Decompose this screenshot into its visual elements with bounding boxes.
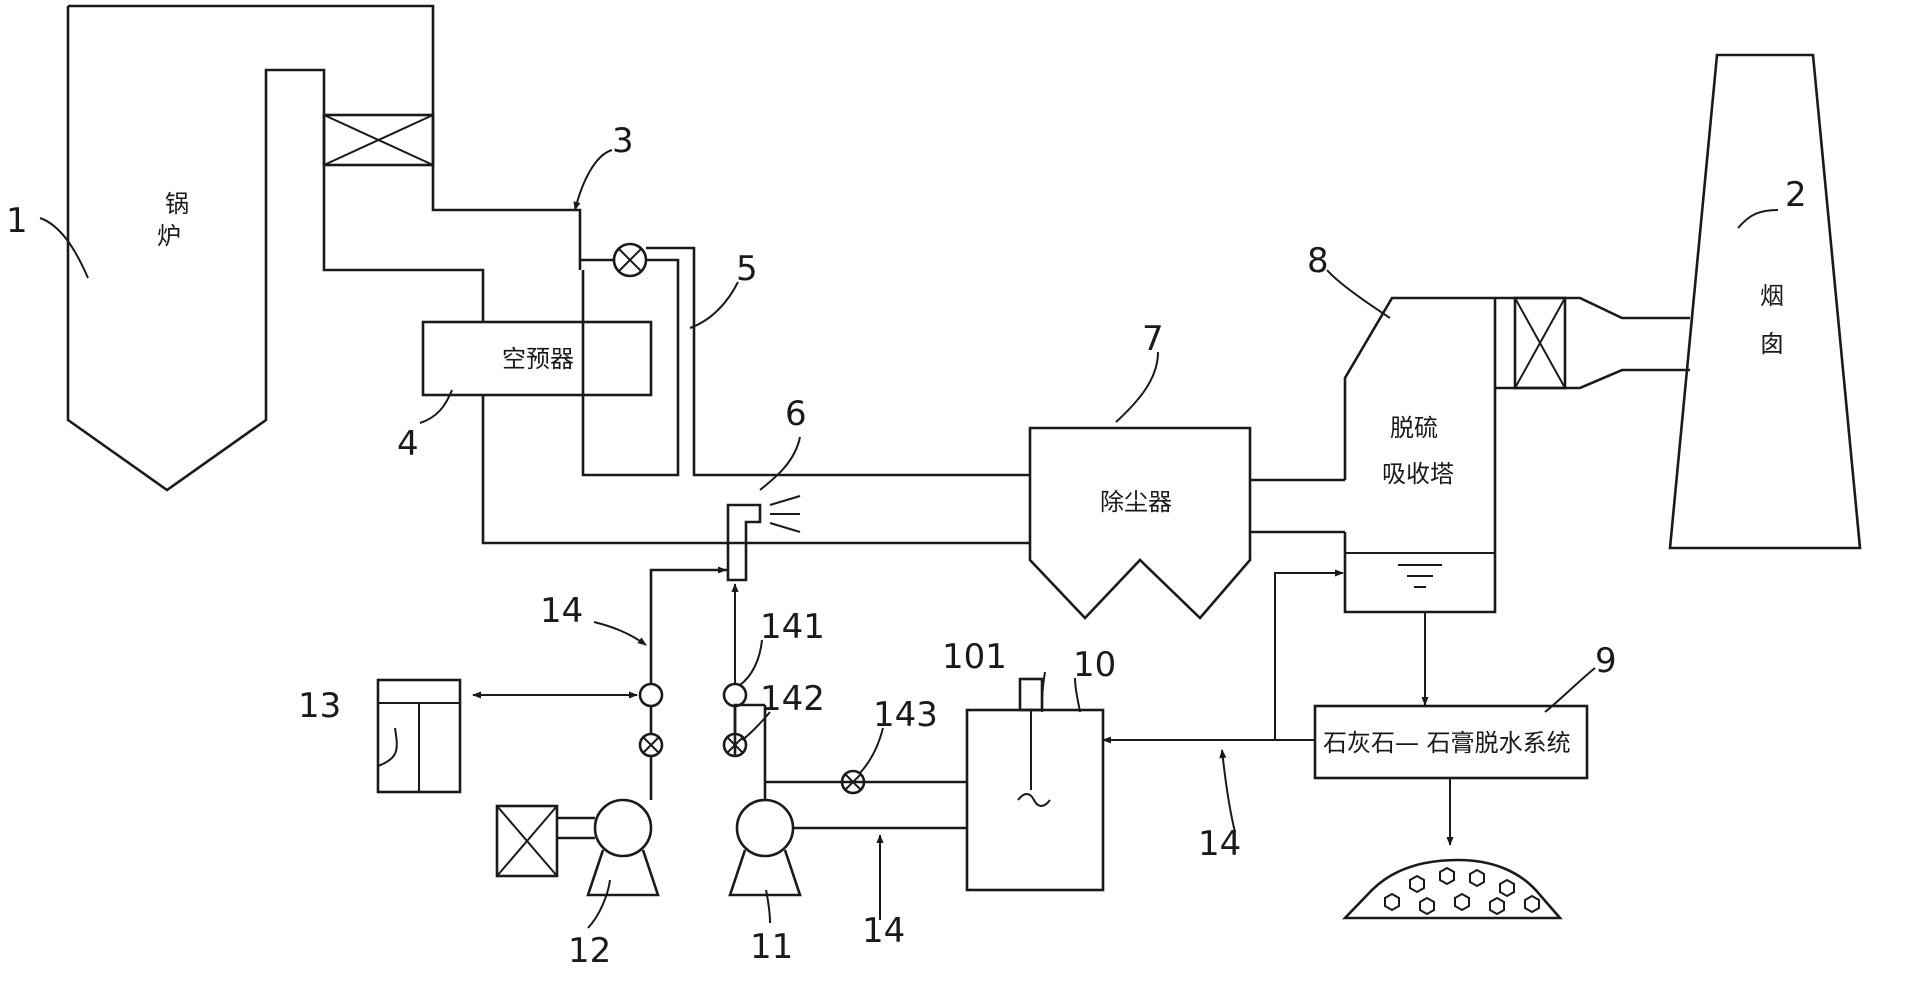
line-pump11-to-nozzle [733, 703, 765, 756]
callout-141: 141 [760, 607, 825, 647]
dust-collector-label: 除尘器 [1100, 488, 1172, 516]
air-preheater-label: 空预器 [502, 345, 574, 373]
flowmeter-141 [722, 682, 748, 708]
boiler-label-2: 炉 [157, 222, 181, 250]
callout-14-c: 14 [1198, 824, 1241, 864]
callout-5: 5 [736, 249, 758, 289]
callout-7: 7 [1142, 319, 1164, 359]
slurry-tank [965, 677, 1105, 892]
gypsum-pile [1341, 858, 1563, 920]
chimney-label-2: 囱 [1760, 330, 1784, 358]
boiler: 锅 炉 [66, 4, 582, 492]
chimney: 烟 囱 [1668, 53, 1862, 550]
economizer-box [322, 113, 435, 167]
callout-143: 143 [873, 695, 938, 735]
pump-11 [728, 705, 967, 897]
pump-12 [495, 798, 660, 897]
callout-3: 3 [612, 121, 634, 161]
callout-numbers: 1 2 3 4 5 6 7 8 9 10 101 11 12 13 14 14 … [6, 121, 1807, 971]
callout-11: 11 [750, 927, 793, 967]
callout-1: 1 [6, 201, 28, 241]
chimney-label-1: 烟 [1760, 282, 1784, 310]
absorber-label-1: 脱硫 [1390, 414, 1438, 442]
gypsum-dewatering-system: 石灰石— 石膏脱水系统 [1313, 704, 1589, 780]
control-cabinet [376, 678, 462, 794]
dewatering-label: 石灰石— 石膏脱水系统 [1323, 729, 1571, 757]
callout-13: 13 [298, 686, 341, 726]
callout-6: 6 [785, 394, 807, 434]
callout-12: 12 [568, 931, 611, 971]
callout-2: 2 [1785, 175, 1807, 215]
callout-14-a: 14 [540, 591, 583, 631]
callout-8: 8 [1307, 241, 1329, 281]
valve-143 [840, 769, 866, 795]
callout-14-b: 14 [862, 911, 905, 951]
bypass-valve [578, 242, 1030, 477]
filtrate-return-line [1102, 569, 1344, 744]
callout-9: 9 [1595, 641, 1617, 681]
line-pump12 [649, 568, 728, 800]
flue-duct-lower [481, 395, 1030, 545]
callout-101: 101 [942, 637, 1007, 677]
outlet-duct [1495, 296, 1690, 390]
callout-leaders [39, 149, 1779, 929]
desulfurization-absorber: 脱硫 吸收塔 [1343, 296, 1497, 614]
absorber-label-2: 吸收塔 [1382, 460, 1454, 488]
air-preheater: 空预器 [421, 320, 653, 397]
callout-142: 142 [760, 679, 825, 719]
spray-nozzle [726, 495, 801, 582]
boiler-label-1: 锅 [165, 190, 189, 218]
dust-collector: 除尘器 [1028, 426, 1252, 620]
callout-10: 10 [1073, 645, 1116, 685]
callout-4: 4 [397, 424, 419, 464]
